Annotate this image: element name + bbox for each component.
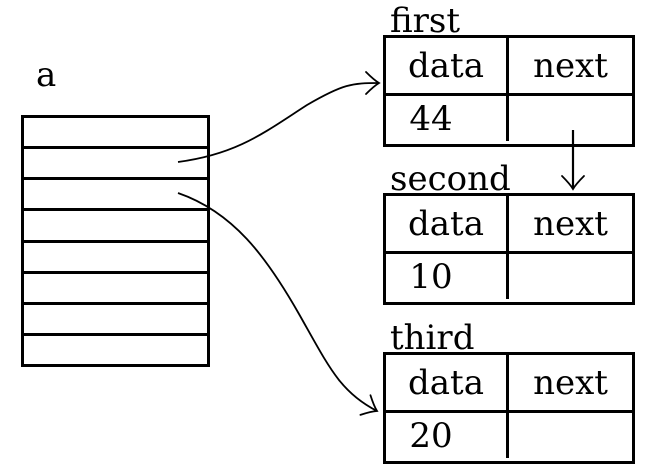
array-cell <box>24 118 207 150</box>
array-label: a <box>36 55 57 95</box>
array-a <box>21 115 210 367</box>
node-second: data next 10 <box>383 193 635 305</box>
node-third-next-header: next <box>509 355 632 413</box>
node-second-next-header: next <box>509 196 632 254</box>
node-third-data-value: 20 <box>386 413 509 458</box>
array-cell <box>24 149 207 181</box>
node-first: data next 44 <box>383 35 635 147</box>
node-first-next-slot <box>509 96 632 141</box>
array-cell <box>24 180 207 212</box>
node-second-data-value: 10 <box>386 254 509 299</box>
array-cell <box>24 274 207 305</box>
node-second-next-slot <box>509 254 632 299</box>
node-first-next-header: next <box>509 38 632 96</box>
node-third-data-header: data <box>386 355 509 413</box>
array-cell <box>24 243 207 274</box>
node-label-third: third <box>390 318 475 358</box>
node-label-second: second <box>390 159 511 199</box>
node-third: data next 20 <box>383 352 635 464</box>
node-third-next-slot <box>509 413 632 458</box>
array-cell <box>24 211 207 243</box>
node-label-first: first <box>390 1 461 41</box>
node-first-data-header: data <box>386 38 509 96</box>
array-cell <box>24 305 207 336</box>
node-second-data-header: data <box>386 196 509 254</box>
array-cell <box>24 336 207 364</box>
node-first-data-value: 44 <box>386 96 509 141</box>
